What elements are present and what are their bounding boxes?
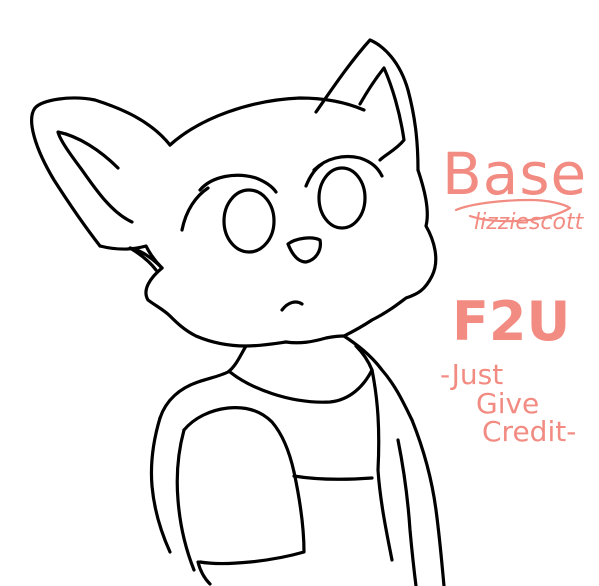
chin-right <box>284 334 346 345</box>
cat-lineart <box>30 38 446 586</box>
license-text: F2U <box>452 290 570 353</box>
nose <box>286 236 322 264</box>
left-sleeve-cuff <box>198 470 306 566</box>
left-eyebrow <box>198 173 278 194</box>
cheek-fluff-left-detail-2 <box>98 244 164 270</box>
left-ear-outline <box>30 96 172 248</box>
head-top-outline <box>168 96 366 147</box>
shirt-body-right <box>370 368 394 562</box>
handwritten-annotations: Base lizziescott F2U -Just Give Credit- <box>440 140 587 448</box>
right-arm-inner <box>396 438 418 586</box>
cheek-fluff-left <box>144 266 288 348</box>
left-sleeve-inner <box>182 406 296 474</box>
left-eye <box>222 188 276 254</box>
left-arm-outer <box>149 416 172 554</box>
signature-swash <box>454 198 572 223</box>
shoulder-left <box>158 344 248 420</box>
shoulder-right <box>342 334 414 422</box>
credit-line-1: -Just <box>440 358 503 391</box>
right-eyebrow <box>312 154 384 178</box>
left-ear-inner <box>56 130 134 224</box>
right-arm-outer <box>410 418 446 586</box>
cheek-fluff-left-detail <box>128 246 164 272</box>
signature-text: lizziescott <box>474 210 585 235</box>
right-eye <box>317 166 367 230</box>
left-hand-cuff <box>196 560 212 586</box>
mouth <box>280 300 304 312</box>
right-ear-inner <box>358 66 406 162</box>
base-title-text: Base <box>442 140 587 208</box>
shirt-collar <box>228 344 374 404</box>
credit-line-3: Credit- <box>482 415 576 448</box>
left-eye-lash <box>180 186 210 232</box>
head-right-fur <box>342 168 438 338</box>
credit-line-2: Give <box>476 387 539 420</box>
right-ear-outline <box>314 38 420 172</box>
right-eye-lash <box>304 162 324 188</box>
left-arm-forearm <box>175 428 196 572</box>
sleeve-fold-line <box>292 474 374 481</box>
